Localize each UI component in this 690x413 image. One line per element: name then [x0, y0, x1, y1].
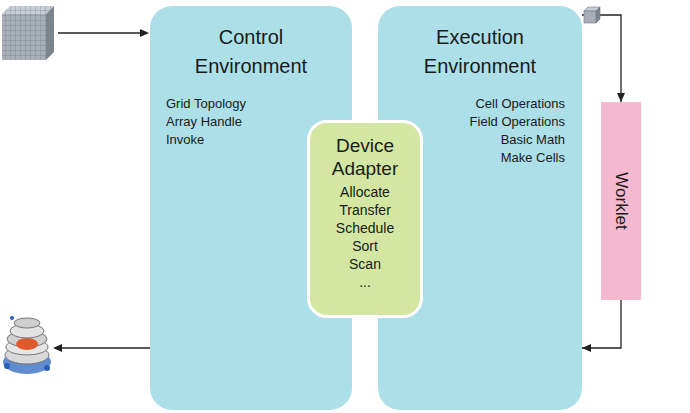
- node-item: Cell Operations: [378, 95, 582, 113]
- node-item: Sort: [310, 237, 420, 255]
- node-heading: Device Adapter: [325, 134, 405, 180]
- node-item: Transfer: [310, 201, 420, 219]
- input-arrow: [58, 32, 142, 33]
- small-cube: [584, 7, 600, 23]
- node-heading: Control Environment: [176, 23, 326, 81]
- node-item: Schedule: [310, 219, 420, 237]
- device-adapter-box: Device AdapterAllocateTransferScheduleSo…: [307, 120, 423, 318]
- node-item: Allocate: [310, 183, 420, 201]
- output-isosurface: [3, 316, 51, 374]
- node-item: ...: [310, 273, 420, 291]
- node-item: Scan: [310, 255, 420, 273]
- flow-arrow: [582, 15, 625, 102]
- worklet-box: Worklet: [601, 102, 641, 300]
- arrowhead: [140, 29, 149, 37]
- output-arrow: [60, 347, 150, 348]
- node-item: Grid Topology: [150, 95, 352, 113]
- input-cube: [2, 6, 54, 60]
- arrowhead: [53, 344, 62, 352]
- flow-arrow: [582, 300, 621, 352]
- node-heading: Worklet: [611, 172, 631, 229]
- node-heading: Execution Environment: [405, 23, 555, 81]
